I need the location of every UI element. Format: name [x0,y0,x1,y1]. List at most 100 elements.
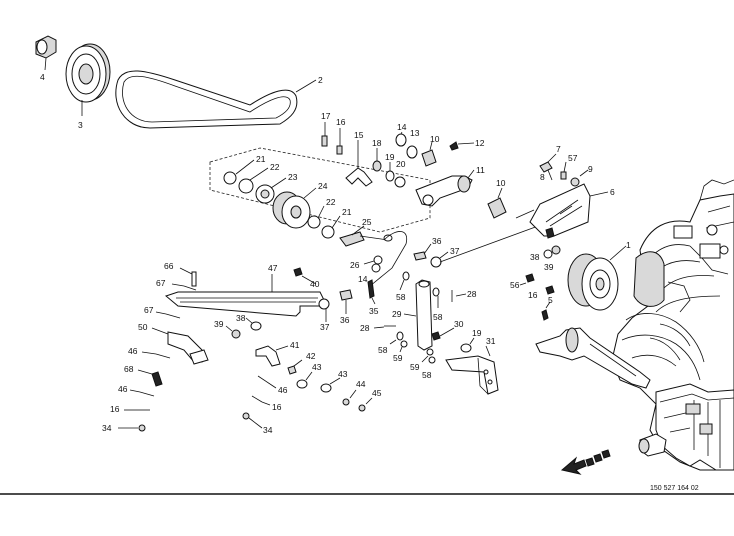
callout-37: 37 [320,322,330,332]
callout-40: 40 [310,279,320,289]
part-bushing [35,35,57,71]
callout-66: 66 [164,261,174,271]
part-washer-20 [394,176,406,188]
part-washer-43b [320,377,341,393]
callout-16: 16 [272,402,282,412]
callout-9: 9 [588,164,593,174]
callout-50: 50 [138,322,148,332]
part-lever-29 [403,279,433,351]
part-bracket-31 [445,345,499,395]
callout-22: 22 [326,197,336,207]
callout-42: 42 [306,351,316,361]
part-bolt-46b [129,389,155,397]
part-bolt-16 [336,128,343,155]
direction-arrow [560,449,611,475]
callout-16: 16 [110,404,120,414]
callout-56: 56 [510,280,520,290]
part-bracket-41 [255,345,289,367]
part-nut-58a [399,271,410,291]
callout-19: 19 [472,328,482,338]
gearbox [638,383,734,471]
callout-1: 1 [626,240,631,250]
part-bracket-50 [151,327,209,365]
callout-58: 58 [396,292,406,302]
part-pin-68 [137,369,163,387]
callout-25: 25 [362,217,372,227]
part-bolt-57 [560,161,567,180]
callout-43: 43 [312,362,322,372]
part-bolt-17 [321,122,328,147]
callout-labels: 4 3 2 17 16 15 18 14 13 19 20 10 12 11 2… [40,72,631,435]
part-nut-39b [225,325,241,339]
part-bolt-36a [413,243,432,261]
part-shaft-25 [339,225,393,247]
callout-68: 68 [124,364,134,374]
part-bolt-56 [519,273,535,286]
callout-43: 43 [338,369,348,379]
part-washer-19b [460,337,475,353]
part-washer-22b [307,205,325,229]
callout-59: 59 [410,362,420,372]
callout-17: 17 [321,111,331,121]
callout-28: 28 [360,323,370,333]
callout-16: 16 [336,117,346,127]
part-bolt-8 [545,227,555,239]
callout-34: 34 [102,423,112,433]
callout-22: 22 [270,162,280,172]
part-idler-pulley-24 [272,187,317,229]
part-clutch-pulley [567,245,627,311]
part-bolt-28b [373,325,396,329]
drawing-number: 150 527 164 02 [650,485,699,492]
callout-38: 38 [236,313,246,323]
part-washer-59a [399,340,408,353]
callout-28: 28 [467,289,477,299]
part-bolt-42 [287,359,303,375]
callout-35: 35 [369,306,379,316]
callout-30: 30 [454,319,464,329]
part-nut-37a [430,251,449,268]
part-bushing-10a [421,141,437,167]
part-nut-39a [551,245,561,255]
part-ring-14 [395,131,407,147]
part-washer-38a [543,249,553,259]
part-washer-19 [385,162,395,182]
callout-18: 18 [372,138,382,148]
part-ring-13 [406,145,418,159]
callout-46: 46 [128,346,138,356]
part-pulley [65,43,111,116]
callout-46: 46 [118,384,128,394]
callout-10: 10 [496,178,506,188]
part-bar-47 [164,274,325,317]
part-bolt-46a [141,351,171,359]
callout-13: 13 [410,128,420,138]
drive-shaft [535,327,651,389]
part-washer-59b [421,348,434,363]
callout-47: 47 [268,263,278,273]
part-bolt-7 [539,153,557,181]
part-rod [369,231,408,287]
callout-3: 3 [78,120,83,130]
callout-11: 11 [476,165,485,175]
part-nut-37b [318,298,330,322]
callout-20: 20 [396,159,406,169]
part-ring-21b [321,215,341,239]
callout-14: 14 [397,122,407,132]
part-nut-58b [432,287,440,308]
part-bushing-10b [487,187,507,219]
callout-23: 23 [288,172,298,182]
part-bolt-35 [367,279,376,305]
callout-7: 7 [556,144,561,154]
callout-10: 10 [430,134,440,144]
callout-39: 39 [544,262,554,272]
part-washer-22a [238,167,269,194]
part-ring-21a [223,159,255,185]
part-bolt-5 [541,301,551,321]
part-ring-14b [371,263,381,273]
callout-19: 19 [385,152,395,162]
part-bolt-28a [451,290,467,302]
callout-26: 26 [350,260,360,270]
callout-31: 31 [486,336,496,346]
callout-36: 36 [432,236,442,246]
part-washer-43a [296,371,313,389]
